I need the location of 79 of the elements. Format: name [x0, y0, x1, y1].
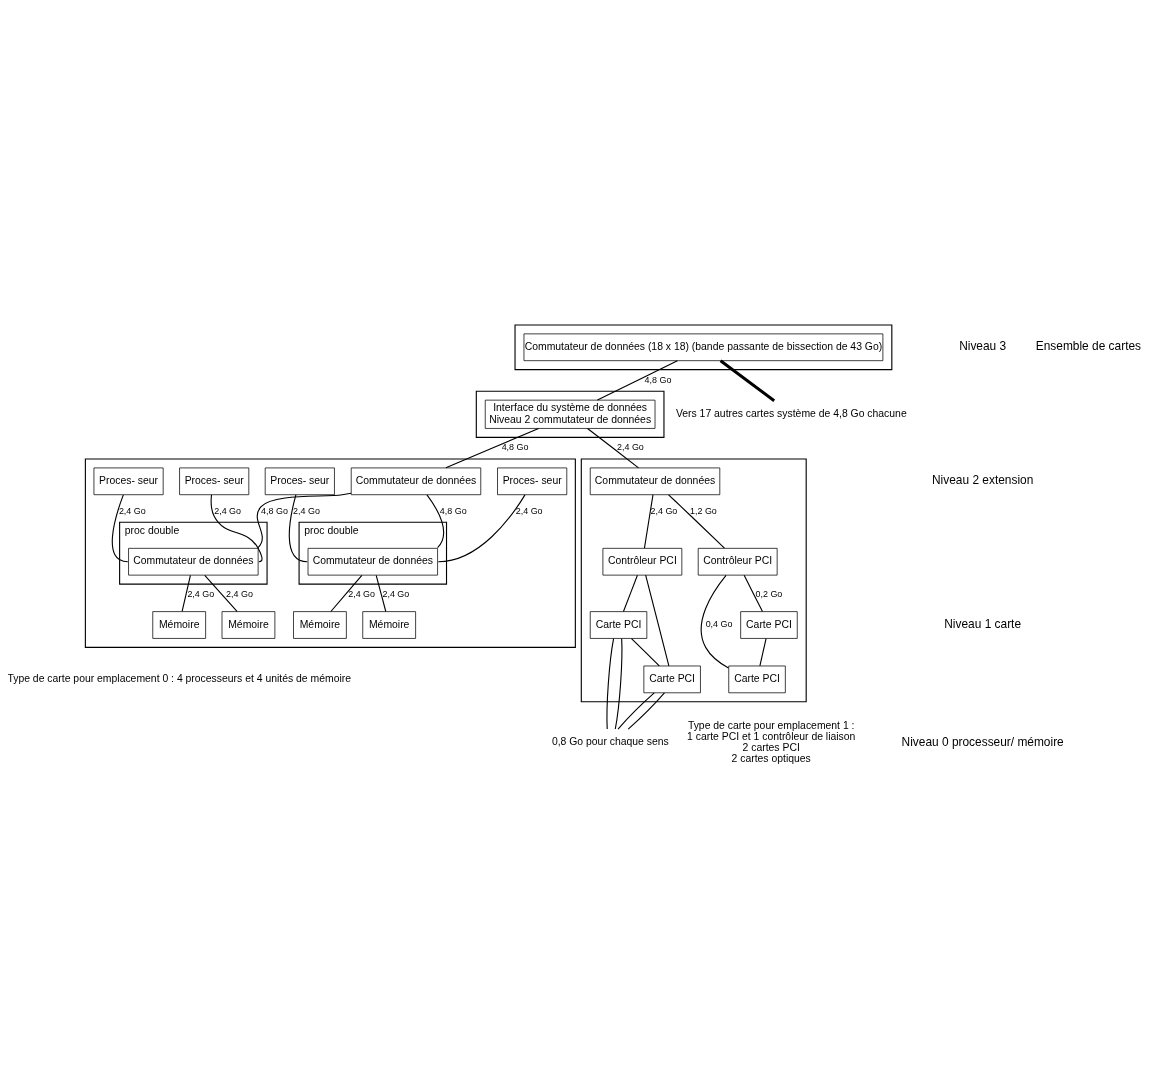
connector [445, 427, 540, 469]
connector [645, 574, 670, 667]
edge-label: 2,4 Go [650, 505, 678, 516]
edge-label: 2,4 Go [382, 589, 410, 600]
edge-label: 2,4 Go [187, 589, 215, 600]
edge-label: 4,8 Go [501, 442, 529, 453]
cluster [514, 324, 893, 371]
edge-label: 2,4 Go [617, 442, 644, 453]
connector [111, 494, 129, 563]
label: Niveau 3 [959, 339, 1007, 354]
edge-label: 2,4 Go [348, 589, 376, 600]
connector [614, 638, 623, 730]
connector [596, 360, 678, 401]
connector [181, 574, 191, 613]
connector [586, 427, 640, 469]
label: Niveau 1 carte [944, 616, 1022, 631]
label: Ensemble de cartes [1035, 339, 1142, 354]
node-label: Type de carte pour emplacement 1 : [687, 719, 855, 731]
node-label: 1 carte PCI et 1 contrôleur de liaison [687, 730, 856, 742]
connector [743, 574, 764, 613]
edge-label: 4,8 Go [261, 505, 288, 516]
node-box: Commutateur de données [128, 547, 259, 576]
node-box: Carte PCI [589, 611, 648, 639]
connector [759, 638, 767, 667]
connector [437, 494, 526, 563]
node-text: Vers 17 autres cartes système de 4,8 Go chacune [675, 408, 907, 420]
edge-label: 1,2 Go [690, 505, 717, 516]
node-box: Proces- seur [179, 467, 250, 496]
node-box: Commutateur de données [307, 547, 438, 576]
node-box: Commutateur de données [589, 467, 721, 496]
node-label: 2 cartes PCI [742, 742, 800, 754]
node-box: Proces- seur [264, 467, 335, 496]
edge-label: 2,4 Go [226, 589, 253, 600]
node-box: Mémoire [152, 611, 206, 639]
node-box: Carte PCI [740, 611, 798, 639]
edge-label: 2,4 Go [515, 505, 543, 516]
label: Niveau 2 extension [932, 473, 1034, 488]
node-box: Mémoire [293, 611, 347, 639]
cluster [580, 458, 807, 703]
node-box: Mémoire [362, 611, 416, 639]
node-box: Commutateur de données [350, 467, 482, 496]
connector [668, 494, 725, 549]
node-box: Carte PCI [643, 665, 701, 694]
node-box: Carte PCI [728, 665, 786, 694]
node-box: Commutateur de données (18 x 18) (bande passante de bissection de 43 Go) [523, 333, 884, 362]
connector [643, 494, 654, 549]
edge-label: 4,8 Go [439, 505, 467, 516]
connector [426, 494, 445, 549]
connector [627, 692, 665, 730]
node-box: Proces- seur [497, 467, 568, 496]
node-text: 0,8 Go pour chaque sens [551, 736, 669, 748]
edge-label: 2,4 Go [214, 505, 241, 516]
connector [256, 492, 352, 549]
connector [204, 574, 238, 613]
node-box: Interface du système de données Niveau 2 commutateur de données [484, 399, 656, 429]
node-box: Proces- seur [93, 467, 164, 496]
connector [330, 574, 363, 613]
connector [617, 692, 655, 730]
cluster [84, 458, 576, 648]
node-label: 2 cartes optiques [731, 753, 811, 765]
edge-label: 4,8 Go [644, 374, 672, 385]
node-box: Contrôleur PCI [602, 547, 683, 576]
edge-label: 2,4 Go [118, 505, 146, 516]
edge-label: 2,4 Go [293, 505, 320, 516]
connector [630, 638, 660, 667]
connector [375, 574, 387, 613]
connector [700, 574, 730, 669]
edge-label: 0,4 Go [705, 619, 733, 630]
label: Niveau 0 processeur/ mémoire [901, 734, 1064, 749]
connector [606, 638, 615, 730]
cluster [475, 390, 665, 438]
node-box: Contrôleur PCI [697, 547, 778, 576]
connector [210, 494, 263, 563]
node-box: Mémoire [221, 611, 276, 639]
edge-label: 0,2 Go [755, 589, 783, 600]
connector [622, 574, 638, 613]
connector [719, 359, 776, 402]
connector [288, 494, 308, 563]
node-label: Type de carte pour emplacement 0 : 4 processeurs et 4 unités de mémoire [7, 673, 351, 685]
